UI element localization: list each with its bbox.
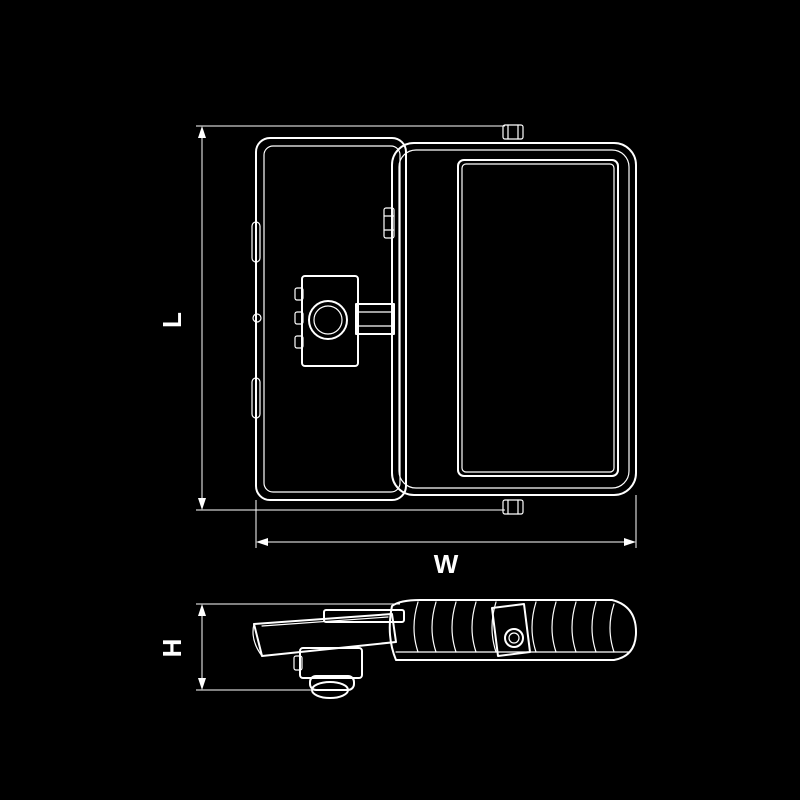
width-label: W: [434, 549, 459, 579]
width-dimension: [255, 495, 637, 548]
side-lamp-head: [388, 599, 637, 661]
rear-housing: [251, 137, 407, 501]
front-lamp-panel: [391, 142, 637, 496]
height-dimension: [196, 603, 400, 691]
side-view: H: [157, 599, 637, 699]
sensor-box: [294, 275, 359, 367]
length-label: L: [157, 312, 187, 328]
height-label: H: [157, 639, 187, 658]
top-view: L W: [157, 124, 637, 579]
hinge-pin-bottom: [502, 499, 524, 515]
side-rear-body: [293, 609, 405, 699]
hinge-pin-top: [502, 124, 524, 140]
length-dimension: [196, 125, 505, 511]
connecting-arm: [355, 303, 395, 335]
